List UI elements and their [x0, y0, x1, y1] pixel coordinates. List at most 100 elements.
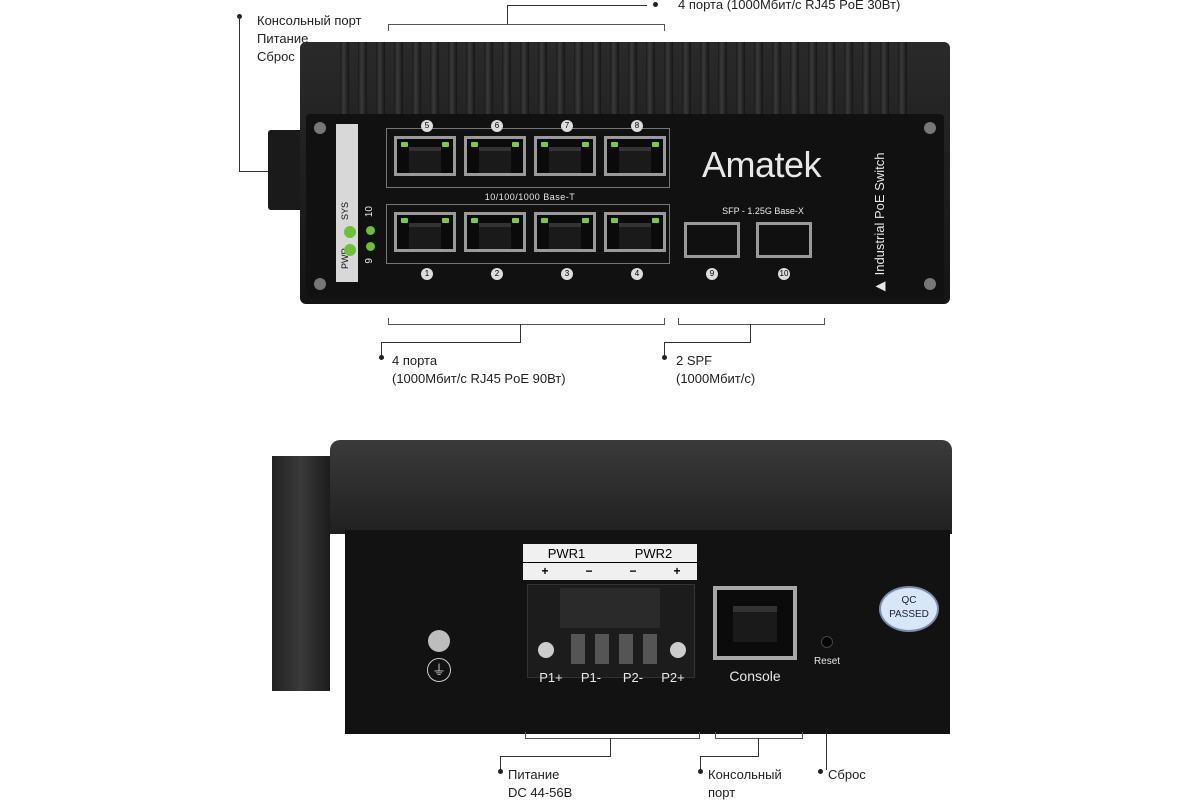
- annotation-line: [610, 738, 611, 756]
- led-label-10: 10: [364, 206, 375, 218]
- brand-logo: Amatek: [702, 144, 822, 185]
- annotation-dot: [498, 769, 503, 774]
- heatsink-fins: [340, 42, 910, 122]
- sfp-port-9[interactable]: [684, 222, 740, 258]
- annotation-dot: [662, 355, 667, 360]
- rj45-port-6[interactable]: [464, 136, 526, 176]
- divider: [523, 562, 697, 563]
- din-rail-clip: [268, 130, 304, 210]
- annotation-reset: Сброс: [828, 767, 866, 782]
- port9-led-icon: [366, 242, 375, 251]
- port-number: 5: [421, 120, 433, 132]
- annotation-line: [750, 324, 751, 342]
- rj45-port-1[interactable]: [394, 212, 456, 252]
- annotation-console-power-reset: Консольный порт Питание Сброс: [257, 12, 362, 66]
- annotation-dot: [818, 769, 823, 774]
- annotation-line: [700, 756, 759, 757]
- reset-label: Reset: [813, 656, 841, 667]
- annotation-line: [381, 342, 521, 343]
- sign-label: −: [629, 564, 637, 578]
- annotation-line: [758, 738, 759, 756]
- rj45-port-3[interactable]: [534, 212, 596, 252]
- ground-screw-icon: [428, 630, 450, 652]
- screw-icon: [924, 122, 936, 134]
- port-number: 2: [491, 268, 503, 280]
- terminal-slot: [571, 634, 585, 664]
- annotation-text: Консольный: [708, 767, 782, 782]
- led-label-strip: [336, 124, 358, 282]
- bottom-port-frame: [386, 204, 670, 264]
- annotation-text: (1000Мбит/с): [676, 371, 756, 386]
- bracket-console: [715, 732, 803, 739]
- port10-led-icon: [366, 226, 375, 235]
- bracket-bottom-ports: [388, 318, 665, 325]
- screw-icon: [538, 642, 554, 658]
- console-jack: [733, 606, 777, 642]
- led-label-sys: SYS: [340, 202, 350, 221]
- sign-label: +: [541, 564, 549, 578]
- annotation-line: [239, 16, 240, 172]
- sign-label: −: [585, 564, 593, 578]
- terminal-plug[interactable]: [560, 588, 660, 628]
- annotation-line: [826, 733, 827, 770]
- port-number: 4: [631, 268, 643, 280]
- port-number: 3: [561, 268, 573, 280]
- bracket-top-ports: [388, 24, 665, 31]
- qc-text: PASSED: [889, 609, 929, 620]
- sfp-port-10[interactable]: [756, 222, 812, 258]
- sfp-label: SFP - 1.25G Base-X: [722, 206, 804, 216]
- rj45-port-5[interactable]: [394, 136, 456, 176]
- annotation-dot: [698, 769, 703, 774]
- annotation-text: 4 порта: [392, 353, 438, 368]
- annotation-line: [239, 171, 269, 172]
- annotation-line: [664, 342, 751, 343]
- rj45-port-7[interactable]: [534, 136, 596, 176]
- screw-icon: [314, 278, 326, 290]
- terminal-label: P1-: [580, 670, 602, 685]
- side-label: ▶ Industrial PoE Switch: [872, 152, 887, 294]
- screw-icon: [314, 122, 326, 134]
- annotation-dot: [653, 2, 658, 7]
- annotation-text: Питание: [257, 31, 309, 46]
- annotation-line: [507, 5, 508, 24]
- annotation-text: 2 SPF: [676, 353, 713, 368]
- qc-passed-sticker: QC PASSED: [879, 586, 939, 632]
- side-fins: [272, 456, 330, 691]
- rj45-port-2[interactable]: [464, 212, 526, 252]
- port-number: 1: [421, 268, 433, 280]
- annotation-bottom-ports: 4 порта (1000Мбит/с RJ45 PoE 90Вт): [392, 352, 566, 388]
- led-label-9: 9: [364, 258, 375, 264]
- top-port-frame: [386, 128, 670, 188]
- annotation-text: (1000Мбит/с RJ45 PoE 90Вт): [392, 371, 566, 386]
- annotation-text: Сброс: [257, 49, 295, 64]
- annotation-line: [381, 342, 382, 356]
- port-number: 9: [706, 268, 718, 280]
- port-number: 8: [631, 120, 643, 132]
- annotation-top-ports: 4 порта (1000Мбит/с RJ45 PoE 30Вт): [678, 0, 901, 12]
- terminal-label: P2-: [622, 670, 644, 685]
- pwr-led-icon: [344, 244, 356, 256]
- bracket-sfp: [678, 318, 825, 325]
- pwr2-label: PWR2: [634, 546, 673, 561]
- pwr1-label: PWR1: [547, 546, 586, 561]
- terminal-label: P2+: [661, 670, 685, 685]
- console-port[interactable]: [713, 586, 797, 660]
- reset-button[interactable]: [821, 636, 833, 648]
- annotation-sfp: 2 SPF (1000Мбит/с): [676, 352, 755, 388]
- annotation-line: [500, 756, 611, 757]
- annotation-line: [520, 324, 521, 342]
- annotation-text: Питание: [508, 767, 560, 782]
- screw-icon: [924, 278, 936, 290]
- annotation-text: DC 44-56В: [508, 785, 573, 800]
- annotation-line: [700, 756, 701, 770]
- port-number: 10: [778, 268, 790, 280]
- annotation-text: Консольный порт: [257, 13, 362, 28]
- port-number: 7: [561, 120, 573, 132]
- rj45-port-4[interactable]: [604, 212, 666, 252]
- front-face: SYS PWR 10 9 5 6 7 8 10/100/1000 Base-T …: [306, 114, 944, 298]
- switch-front-body: SYS PWR 10 9 5 6 7 8 10/100/1000 Base-T …: [300, 42, 950, 304]
- terminal-slot: [619, 634, 633, 664]
- rj45-port-8[interactable]: [604, 136, 666, 176]
- terminal-slot: [595, 634, 609, 664]
- port-group-label: 10/100/1000 Base-T: [484, 192, 576, 202]
